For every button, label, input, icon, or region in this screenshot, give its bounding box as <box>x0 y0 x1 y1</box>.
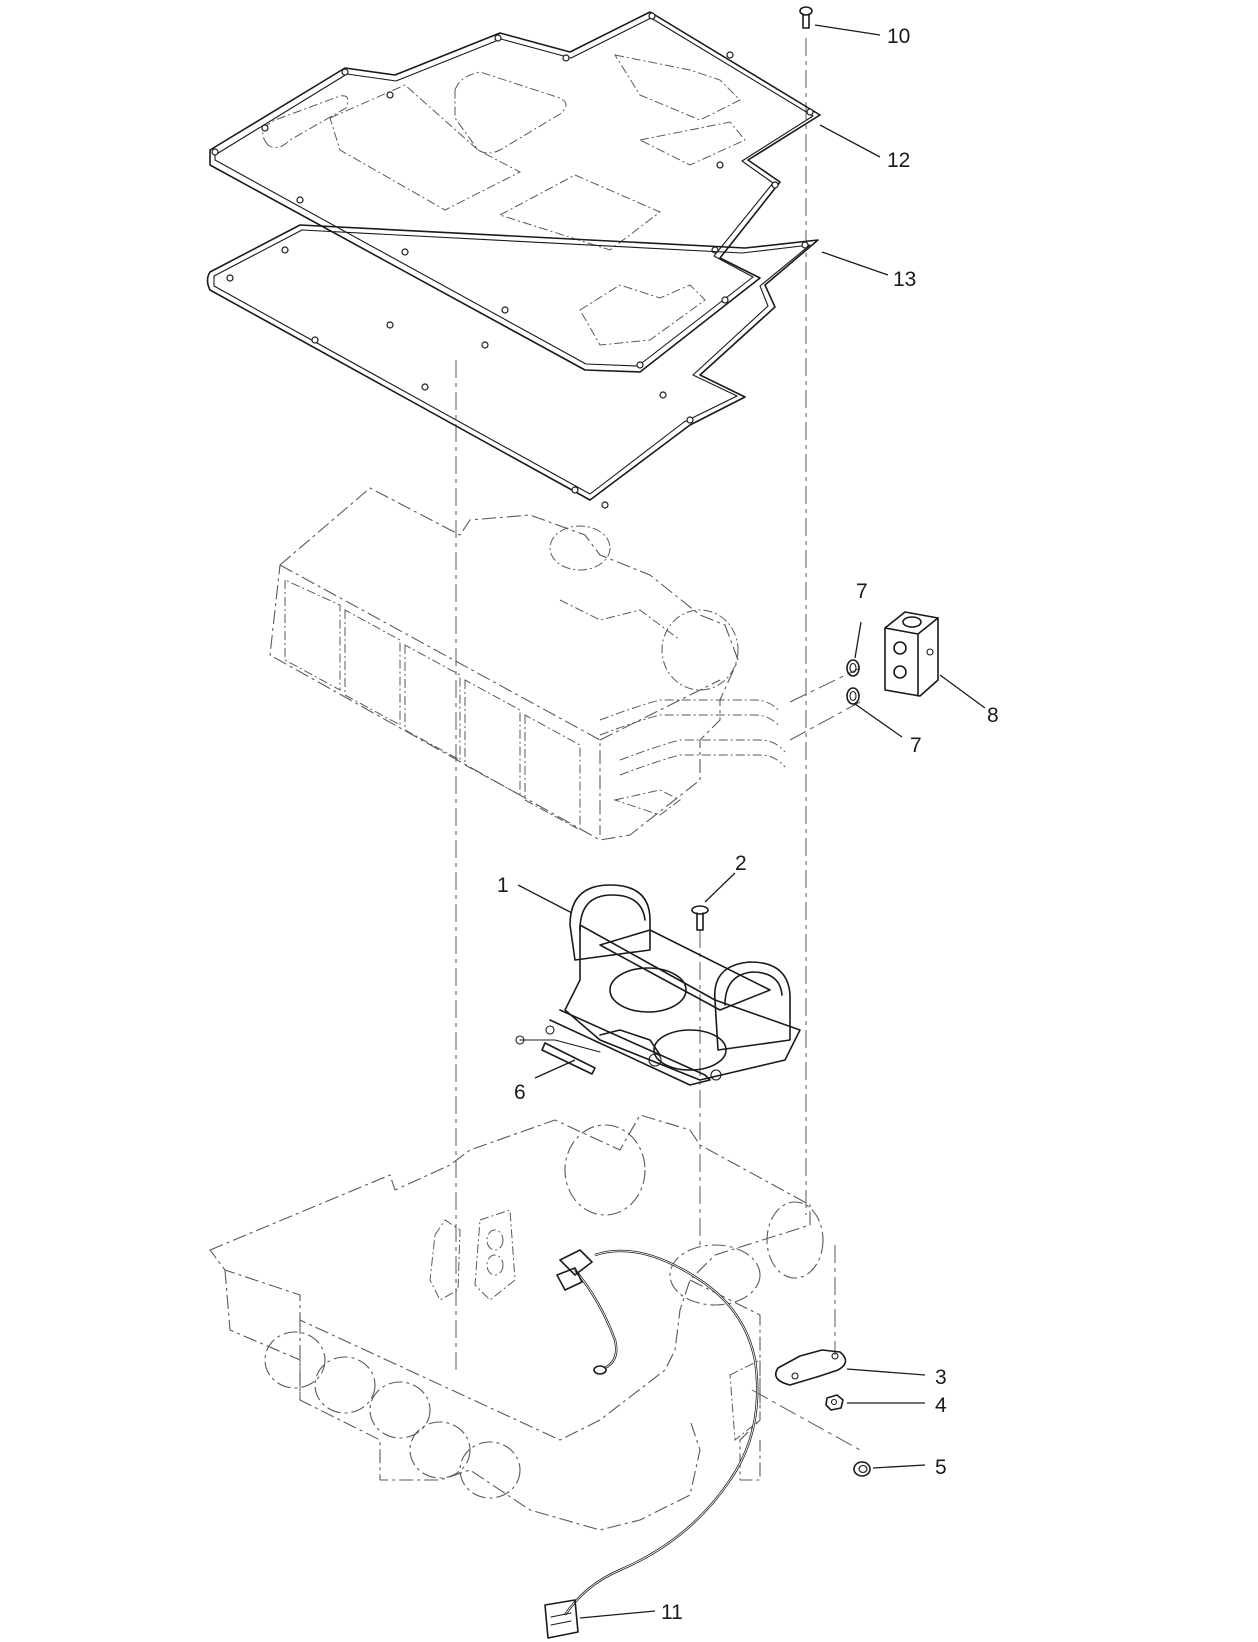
callout-3: 3 <box>935 1366 947 1389</box>
evaporator-core-assembly <box>269 487 786 841</box>
alignment-lines <box>455 38 861 1451</box>
part-4-nut <box>825 1394 844 1411</box>
callout-10: 10 <box>887 25 910 48</box>
part-1-blower-assembly <box>515 884 801 1086</box>
part-3-bracket <box>774 1349 847 1386</box>
part-6-rod <box>541 1042 596 1075</box>
callout-2: 2 <box>735 852 747 875</box>
gasket-13-bolt-holes <box>226 241 809 509</box>
callout-12: 12 <box>887 149 910 172</box>
callout-5: 5 <box>935 1456 947 1479</box>
callout-7-upper: 7 <box>856 580 868 603</box>
part-10-rivet <box>799 6 813 29</box>
callout-7-lower: 7 <box>910 734 922 757</box>
part-12-upper-gasket <box>209 11 821 373</box>
callout-1: 1 <box>497 874 509 897</box>
leader-lines <box>517 24 986 1619</box>
part-13-lower-gasket <box>206 224 819 509</box>
callout-6: 6 <box>514 1081 526 1104</box>
callout-8: 8 <box>987 704 999 727</box>
part-8-expansion-valve <box>884 611 939 697</box>
callout-labels: 10 12 13 7 8 7 2 1 6 3 4 5 11 <box>497 25 999 1624</box>
gasket-12-bolt-holes <box>211 12 814 369</box>
part-2-pin <box>691 905 709 931</box>
part-5-grommet <box>853 1461 871 1477</box>
callout-11: 11 <box>661 1601 683 1624</box>
heater-housing <box>209 1114 824 1531</box>
callout-4: 4 <box>935 1394 947 1417</box>
part-7-o-rings <box>846 659 860 705</box>
part-11-wire-harness <box>544 1249 759 1639</box>
callout-13: 13 <box>893 268 916 291</box>
